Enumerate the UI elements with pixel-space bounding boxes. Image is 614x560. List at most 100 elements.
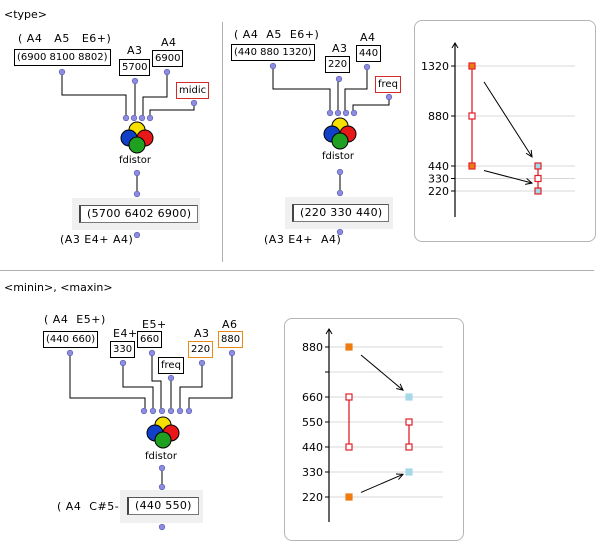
inlet-dot-icon [342,109,350,117]
y-tick-label: 660 [302,391,323,404]
note-label: A6 [222,318,238,331]
outlet-dot-icon [335,75,343,83]
connection-wire [69,353,146,410]
outlet-dot-icon [119,359,127,367]
arrow-head [396,383,404,391]
four-colored-circles-icon [146,416,180,449]
connection-wire [151,353,162,410]
input-box[interactable]: (440 880 1320) [231,44,315,61]
outlet-dot-icon [133,231,141,239]
input-box[interactable]: 220 [325,56,351,73]
inlet-dot-icon [149,407,157,415]
mapping-arrow [360,354,404,391]
chart-panel-minin-maxin: 220 330 440 550 660 880 [284,318,464,541]
function-name: fdistor [322,151,355,162]
y-tick-label: 440 [302,441,323,454]
data-point-marker [534,174,542,183]
output-box[interactable]: (5700 6402 6900) [79,205,199,223]
data-point-marker [468,112,476,120]
note-label: A3 [127,44,143,57]
data-point-marker [405,393,413,401]
y-tick-label: 880 [302,341,323,354]
y-axis-arrow [451,42,459,49]
arrow-head [525,149,533,158]
output-panel: (5700 6402 6900) [72,198,200,230]
four-colored-circles-icon [323,117,357,150]
outlet-dot-icon [66,349,74,357]
inlet-dot-icon [138,114,146,122]
type-input-box[interactable]: freq [375,76,401,93]
input-box[interactable]: (440 660) [43,331,99,348]
note-label: ( A4 A5 E6+) [18,32,112,45]
note-label: A3 [332,42,348,55]
y-tick-label: 220 [302,491,323,504]
y-tick-label: 220 [428,185,449,198]
outlet-dot-icon [158,523,166,531]
input-box[interactable]: 330 [110,341,136,358]
inlet-dot-icon [158,407,166,415]
y-axis-arrow [325,328,333,335]
vertical-divider [222,22,223,262]
outlet-dot-icon [158,464,166,472]
inlet-dot-icon [158,483,166,491]
connection-wire [272,66,331,112]
inlet-dot-icon [140,407,148,415]
outlet-dot-icon [167,374,175,382]
outlet-dot-icon [58,68,66,76]
input-box[interactable]: (6900 8100 8802) [14,49,111,66]
data-point-marker [345,343,353,351]
outlet-dot-icon [336,228,344,236]
inlet-dot-icon [185,407,193,415]
data-point-marker [468,62,476,70]
output-panel: (440 550) [120,490,203,523]
type-input-box[interactable]: midic [176,82,210,99]
data-point-marker [345,393,353,401]
y-tick-label: 880 [428,110,449,123]
output-notes: ( A4 C#5-) [57,500,124,513]
output-box[interactable]: (440 550) [127,497,199,515]
function-name: fdistor [119,155,152,166]
y-tick-label: 330 [302,466,323,479]
mapping-arrow [360,473,404,493]
note-label: A4 [161,36,177,49]
inlet-dot-icon [334,109,342,117]
note-label: A4 [360,31,376,44]
output-box[interactable]: (220 330 440) [292,204,390,222]
outlet-dot-icon [190,99,198,107]
y-tick-label: 550 [302,416,323,429]
arrow-head [525,178,534,185]
mapping-arrow [483,81,533,158]
section-label-type: <type> [4,8,48,21]
connection-wire [142,73,168,117]
outlet-dot-icon [163,68,171,76]
horizontal-divider [0,270,594,271]
input-box[interactable]: 5700 [119,59,151,76]
connection-wire [352,97,390,112]
data-point-marker [534,162,542,170]
outlet-dot-icon [198,359,206,367]
type-input-box[interactable]: freq [158,357,184,374]
inlet-dot-icon [146,114,154,122]
input-box[interactable]: 6900 [152,50,184,67]
input-box[interactable]: 660 [137,331,163,348]
inlet-dot-icon [130,114,138,122]
data-point-marker [345,493,353,501]
function-name: fdistor [145,451,178,462]
note-label: E4+ [113,327,138,340]
inlet-dot-icon [326,109,334,117]
mapping-arrow [483,170,533,184]
output-notes: (A3 E4+ A4) [60,233,134,246]
outlet-dot-icon [385,93,393,101]
output-notes: (A3 E4+ A4) [264,233,342,246]
input-box[interactable]: 440 [356,45,382,62]
connection-wire [122,363,154,410]
note-label: ( A4 E5+) [44,313,106,326]
outlet-dot-icon [336,168,344,176]
maxin-input-box[interactable]: 880 [218,331,244,348]
outlet-dot-icon [269,62,277,70]
four-colored-circles-icon [120,121,154,154]
minin-input-box[interactable]: 220 [188,341,214,358]
